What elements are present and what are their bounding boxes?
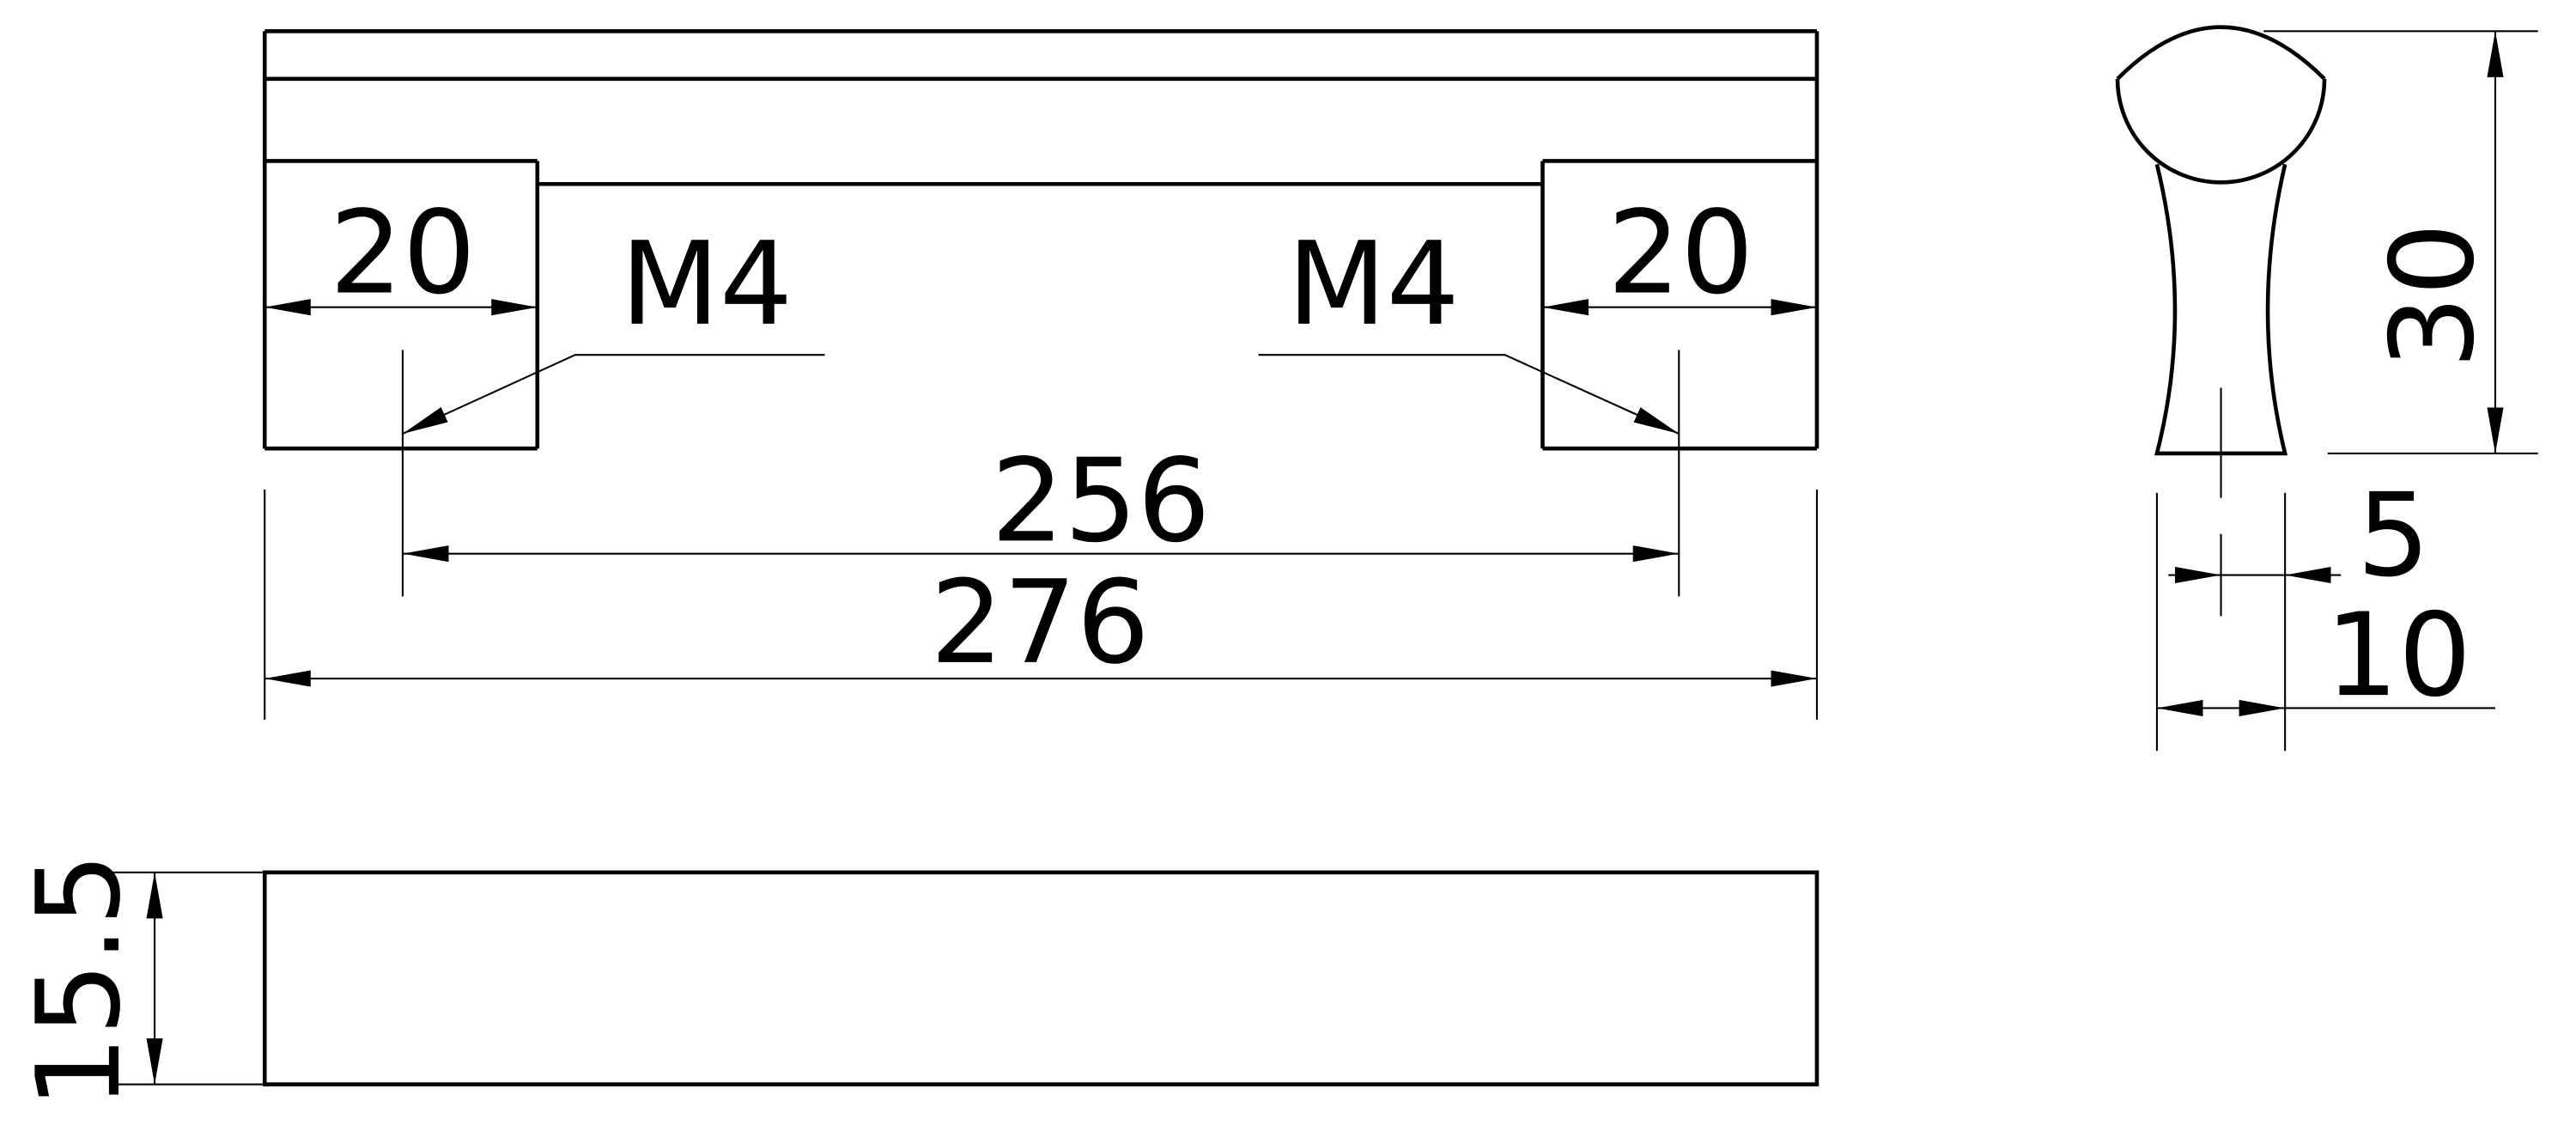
dim-label: 30 bbox=[2366, 222, 2500, 368]
dimension-10: 10 bbox=[2155, 492, 2495, 752]
dim-label: M4 bbox=[620, 217, 793, 351]
dim-label: 20 bbox=[1607, 186, 1753, 320]
dim-label: 20 bbox=[330, 186, 476, 320]
dim-label: 5 bbox=[2357, 469, 2430, 603]
hole-centerlines bbox=[264, 350, 1819, 720]
side-profile bbox=[2115, 25, 2327, 498]
thread-callout-left: M4 bbox=[402, 217, 825, 435]
dimension-276: 276 bbox=[264, 556, 1817, 690]
dimension-256: 256 bbox=[402, 434, 1680, 568]
dim-label: 10 bbox=[2325, 588, 2471, 722]
dimension-5: 5 bbox=[2168, 469, 2430, 617]
dimension-20-right: 20 bbox=[1542, 186, 1817, 320]
top-view bbox=[262, 29, 1820, 451]
dim-label: 256 bbox=[991, 434, 1211, 568]
front-view: 15.5 bbox=[12, 853, 1820, 1109]
dimension-20-left: 20 bbox=[264, 186, 538, 320]
dim-label: 15.5 bbox=[12, 853, 146, 1109]
dimension-30: 30 bbox=[2263, 30, 2538, 455]
dim-label: 276 bbox=[930, 556, 1150, 690]
thread-callout-right: M4 bbox=[1258, 217, 1680, 435]
dim-label: M4 bbox=[1287, 217, 1460, 351]
